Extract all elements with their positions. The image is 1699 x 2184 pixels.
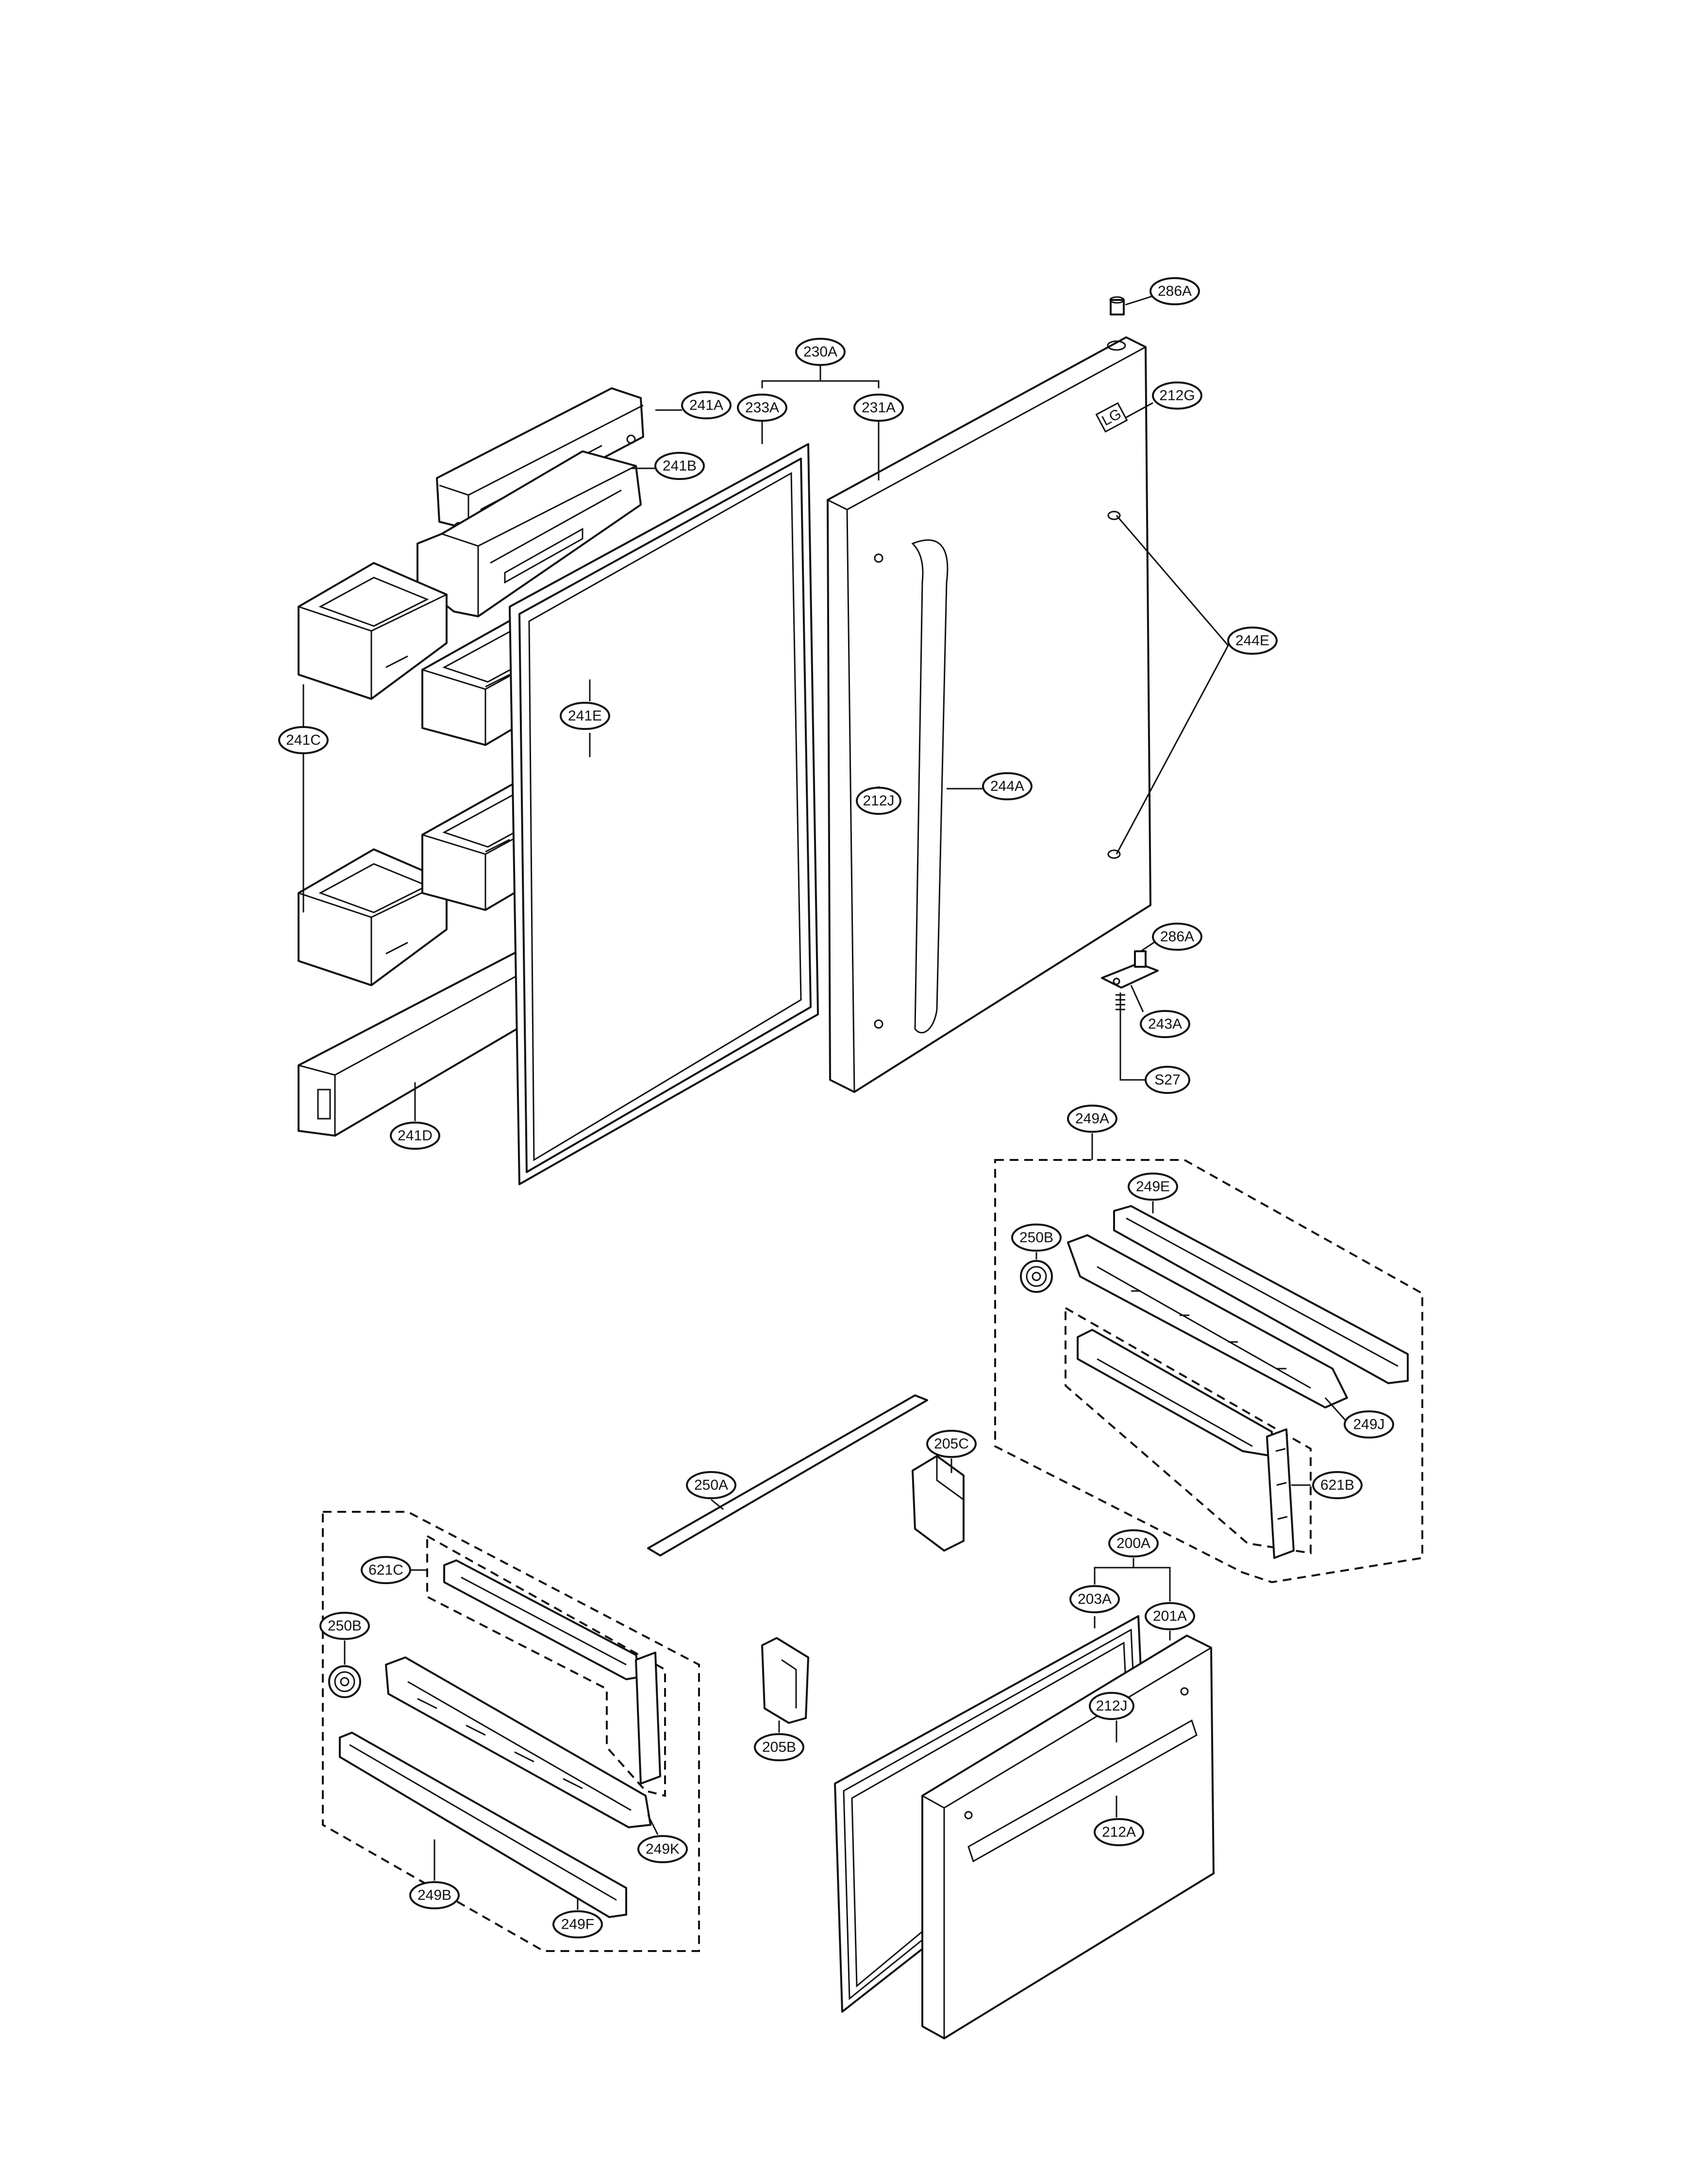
- callout-244e: 244E: [1227, 627, 1278, 655]
- callout-text: 621B: [1320, 1477, 1354, 1493]
- callout-text: 286A: [1158, 283, 1192, 299]
- callout-249f: 249F: [552, 1910, 603, 1938]
- callout-241b: 241B: [654, 452, 705, 480]
- callout-text: 212G: [1159, 388, 1195, 404]
- door-bin-241c-lower: [298, 848, 448, 986]
- callout-621b: 621B: [1312, 1471, 1363, 1499]
- callout-text: 243A: [1148, 1016, 1182, 1032]
- callout-230a: 230A: [795, 338, 846, 366]
- callout-text: 212A: [1102, 1824, 1136, 1840]
- callout-text: S27: [1154, 1072, 1180, 1088]
- callout-text: 241D: [398, 1128, 433, 1144]
- door-bin-241b: [416, 450, 642, 617]
- callout-200a: 200A: [1108, 1529, 1159, 1557]
- callout-286a-hinge: 286A: [1152, 923, 1202, 951]
- callout-212j-top: 212J: [856, 787, 901, 815]
- cover-205c: [912, 1455, 965, 1552]
- callout-text: 233A: [745, 400, 779, 416]
- cover-205b: [761, 1637, 809, 1724]
- callout-text: 250A: [694, 1477, 728, 1493]
- bracket-621b: [1077, 1329, 1295, 1559]
- callout-241e: 241E: [560, 702, 610, 730]
- callout-text: 230A: [803, 344, 837, 360]
- callout-text: 231A: [862, 400, 896, 416]
- callout-text: 249E: [1136, 1179, 1170, 1195]
- callout-233a: 233A: [737, 394, 787, 422]
- callout-249k: 249K: [637, 1835, 688, 1863]
- callout-201a: 201A: [1145, 1602, 1195, 1630]
- callout-250b-left: 250B: [319, 1612, 370, 1640]
- callout-text: 205C: [934, 1436, 969, 1452]
- callout-249j: 249J: [1344, 1410, 1394, 1439]
- callout-212a: 212A: [1094, 1818, 1144, 1846]
- callout-text: 212J: [863, 793, 894, 809]
- callout-text: 249A: [1075, 1111, 1109, 1127]
- callout-621c: 621C: [361, 1556, 411, 1584]
- callout-249e: 249E: [1128, 1173, 1178, 1201]
- callout-249a: 249A: [1067, 1105, 1117, 1133]
- bracket-249j: [1067, 1234, 1348, 1408]
- callout-text: 241B: [663, 458, 697, 474]
- assembly-249b-outline: [322, 1511, 700, 1952]
- callout-text: 205B: [762, 1739, 796, 1755]
- assembly-249a-outline: [994, 1159, 1423, 1584]
- callout-text: 200A: [1116, 1536, 1150, 1552]
- callout-250a: 250A: [686, 1471, 736, 1499]
- callout-244a: 244A: [982, 772, 1033, 800]
- leader-lines: [302, 295, 1348, 1910]
- callout-286a-top: 286A: [1149, 277, 1200, 305]
- callout-text: 249J: [1353, 1417, 1384, 1433]
- rail-249f: [339, 1732, 627, 1918]
- callout-241a: 241A: [681, 391, 732, 419]
- callout-212g: 212G: [1152, 381, 1202, 410]
- hinge-pin-286a-top: [1109, 296, 1125, 315]
- callout-text: 621C: [368, 1562, 403, 1578]
- callout-s27: S27: [1145, 1066, 1190, 1094]
- callout-text: 249K: [646, 1841, 680, 1857]
- callout-text: 244A: [990, 778, 1024, 794]
- bracket-249k: [385, 1656, 651, 1828]
- callout-212j-bottom: 212J: [1089, 1692, 1134, 1720]
- gear-250b-left: [328, 1665, 361, 1698]
- callout-241d: 241D: [390, 1122, 440, 1150]
- callout-241c: 241C: [278, 726, 329, 754]
- seal-strip-250a: [647, 1394, 928, 1556]
- callout-203a: 203A: [1069, 1585, 1120, 1613]
- fridge-door-231a: LG: [827, 336, 1151, 1093]
- callout-text: 241C: [286, 732, 321, 748]
- rail-249e: [1113, 1205, 1409, 1384]
- callout-text: 250B: [328, 1618, 362, 1634]
- callout-text: 241E: [568, 708, 602, 724]
- callout-text: 244E: [1235, 633, 1269, 649]
- callout-text: 250B: [1019, 1230, 1053, 1246]
- callout-250b-right: 250B: [1011, 1224, 1062, 1252]
- freezer-door-201a: [921, 1635, 1215, 2039]
- hinge-243a: [1101, 950, 1159, 1026]
- callout-231a: 231A: [853, 394, 904, 422]
- door-gasket-233a: [509, 443, 819, 1185]
- callout-text: 249F: [561, 1917, 594, 1933]
- callout-text: 212J: [1096, 1698, 1127, 1714]
- callout-249b: 249B: [409, 1881, 460, 1909]
- callout-205b: 205B: [754, 1733, 804, 1761]
- gear-250b-right: [1020, 1260, 1053, 1293]
- callout-text: 203A: [1078, 1591, 1112, 1607]
- callout-text: 286A: [1160, 929, 1194, 945]
- callout-text: 249B: [417, 1887, 451, 1903]
- door-bin-241c-upper: [298, 562, 448, 700]
- callout-243a: 243A: [1140, 1010, 1190, 1038]
- callout-text: 201A: [1153, 1608, 1187, 1624]
- callout-text: 241A: [689, 397, 723, 414]
- callout-205c: 205C: [926, 1430, 977, 1458]
- bracket-621c: [443, 1559, 661, 1785]
